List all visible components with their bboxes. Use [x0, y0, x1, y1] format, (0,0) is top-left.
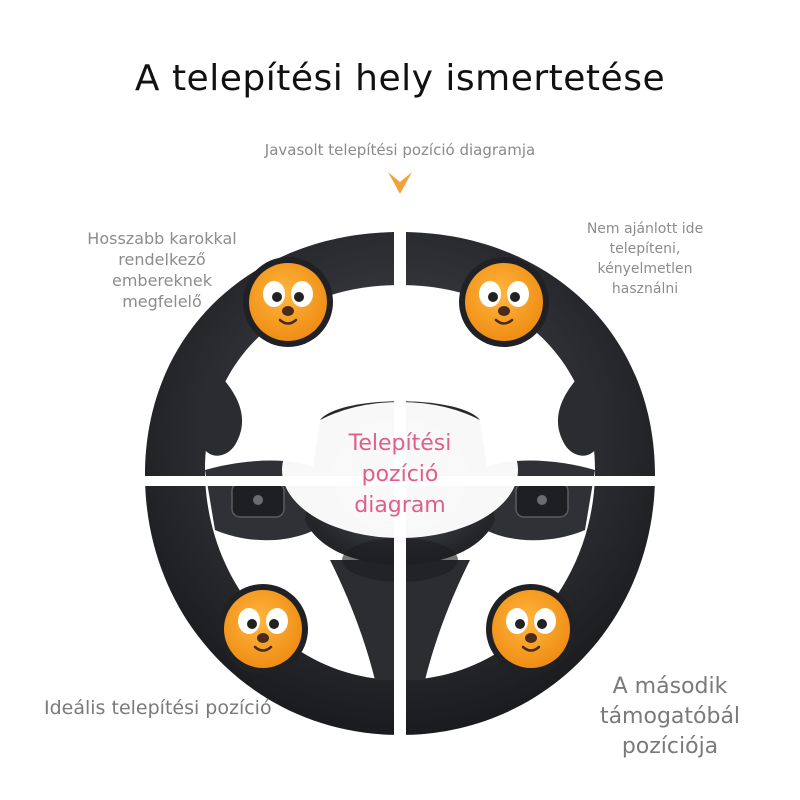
note-top-left: Hosszabb karokkal rendelkező embereknek … [62, 228, 262, 312]
note-bottom-left: Ideális telepítési pozíció [44, 697, 272, 719]
note-line: használni [611, 281, 679, 297]
note-line: megfelelő [122, 292, 202, 311]
cartoon-face-icon [486, 584, 576, 674]
note-line: rendelkező [118, 250, 206, 269]
note-line: A második [612, 674, 728, 699]
center-label-line: pozíció [361, 462, 439, 487]
center-label: Telepítési pozíció diagram [300, 428, 500, 521]
note-line: pozíciója [621, 734, 719, 759]
page-subtitle: Javasolt telepítési pozíció diagramja [264, 141, 536, 159]
note-line: embereknek [111, 271, 212, 290]
note-line: Hosszabb karokkal [87, 229, 237, 248]
center-label-line: Telepítési [348, 431, 452, 456]
note-line: Nem ajánlott ide [586, 221, 704, 237]
page-title: A telepítési hely ismertetése [134, 58, 666, 99]
cartoon-face-icon [243, 257, 333, 347]
note-bottom-right: A második támogatóbál pozíciója [560, 672, 780, 762]
note-line: kényelmetlen [597, 261, 693, 277]
note-top-right: Nem ajánlott ide telepíteni, kényelmetle… [550, 219, 740, 299]
note-line: telepíteni, [609, 241, 681, 257]
down-arrow-icon [388, 172, 412, 194]
cartoon-face-icon [459, 257, 549, 347]
center-label-line: diagram [354, 493, 446, 518]
cartoon-face-icon [218, 584, 308, 674]
note-line: támogatóbál [599, 704, 741, 729]
